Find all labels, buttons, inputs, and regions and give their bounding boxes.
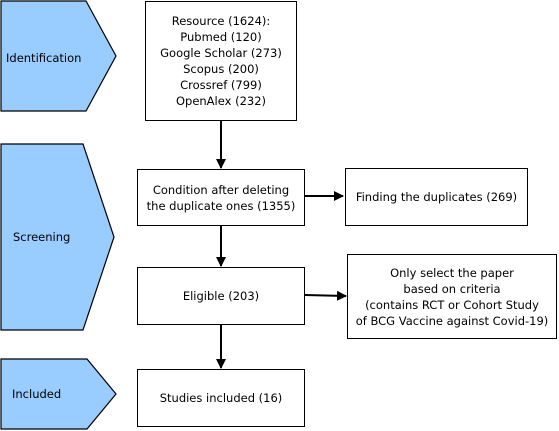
studies-lines: Studies included (16): [160, 390, 283, 406]
condition-lines: Condition after deleting the duplicate o…: [147, 182, 296, 214]
resource-line: Scopus (200): [183, 62, 259, 76]
duplicates-lines: Finding the duplicates (269): [356, 189, 517, 205]
phase-label-identification: Identification: [6, 51, 82, 65]
resource-lines: Resource (1624): Pubmed (120) Google Sch…: [160, 13, 282, 109]
eligible-lines: Eligible (203): [183, 288, 259, 304]
phase-label-included: Included: [12, 387, 62, 401]
criteria-line: based on criteria: [403, 281, 501, 296]
condition-line: the duplicate ones (1355): [146, 198, 296, 213]
condition-line: Condition after deleting: [152, 182, 290, 197]
duplicates-box: Finding the duplicates (269): [345, 168, 528, 226]
phase-shape-screening: [0, 143, 115, 331]
studies-box: Studies included (16): [137, 369, 305, 427]
phase-shape-included: [0, 358, 117, 430]
resource-line: Crossref (799): [180, 78, 262, 92]
criteria-line: Only select the paper: [390, 265, 514, 280]
criteria-line: of BCG Vaccine against Covid-19): [355, 313, 549, 328]
duplicates-line: Finding the duplicates (269): [355, 190, 518, 204]
arrow-eligible-to-criteria: [304, 290, 347, 301]
resource-line: Google Scholar (273): [160, 46, 282, 60]
resource-line: Pubmed (120): [180, 30, 262, 44]
phase-label-screening: Screening: [13, 230, 71, 244]
resource-line: Resource (1624):: [171, 14, 271, 28]
eligible-box: Eligible (203): [137, 267, 305, 325]
eligible-line: Eligible (203): [182, 289, 260, 303]
phase-shape-identification: [0, 0, 117, 112]
resource-line: OpenAlex (232): [175, 94, 267, 108]
studies-line: Studies included (16): [159, 391, 283, 405]
criteria-line: (contains RCT or Cohort Study: [365, 297, 539, 312]
resource-box: Resource (1624): Pubmed (120) Google Sch…: [145, 1, 297, 121]
condition-box: Condition after deleting the duplicate o…: [137, 169, 305, 226]
criteria-box: Only select the paper based on criteria …: [347, 254, 557, 339]
criteria-lines: Only select the paper based on criteria …: [356, 265, 549, 329]
